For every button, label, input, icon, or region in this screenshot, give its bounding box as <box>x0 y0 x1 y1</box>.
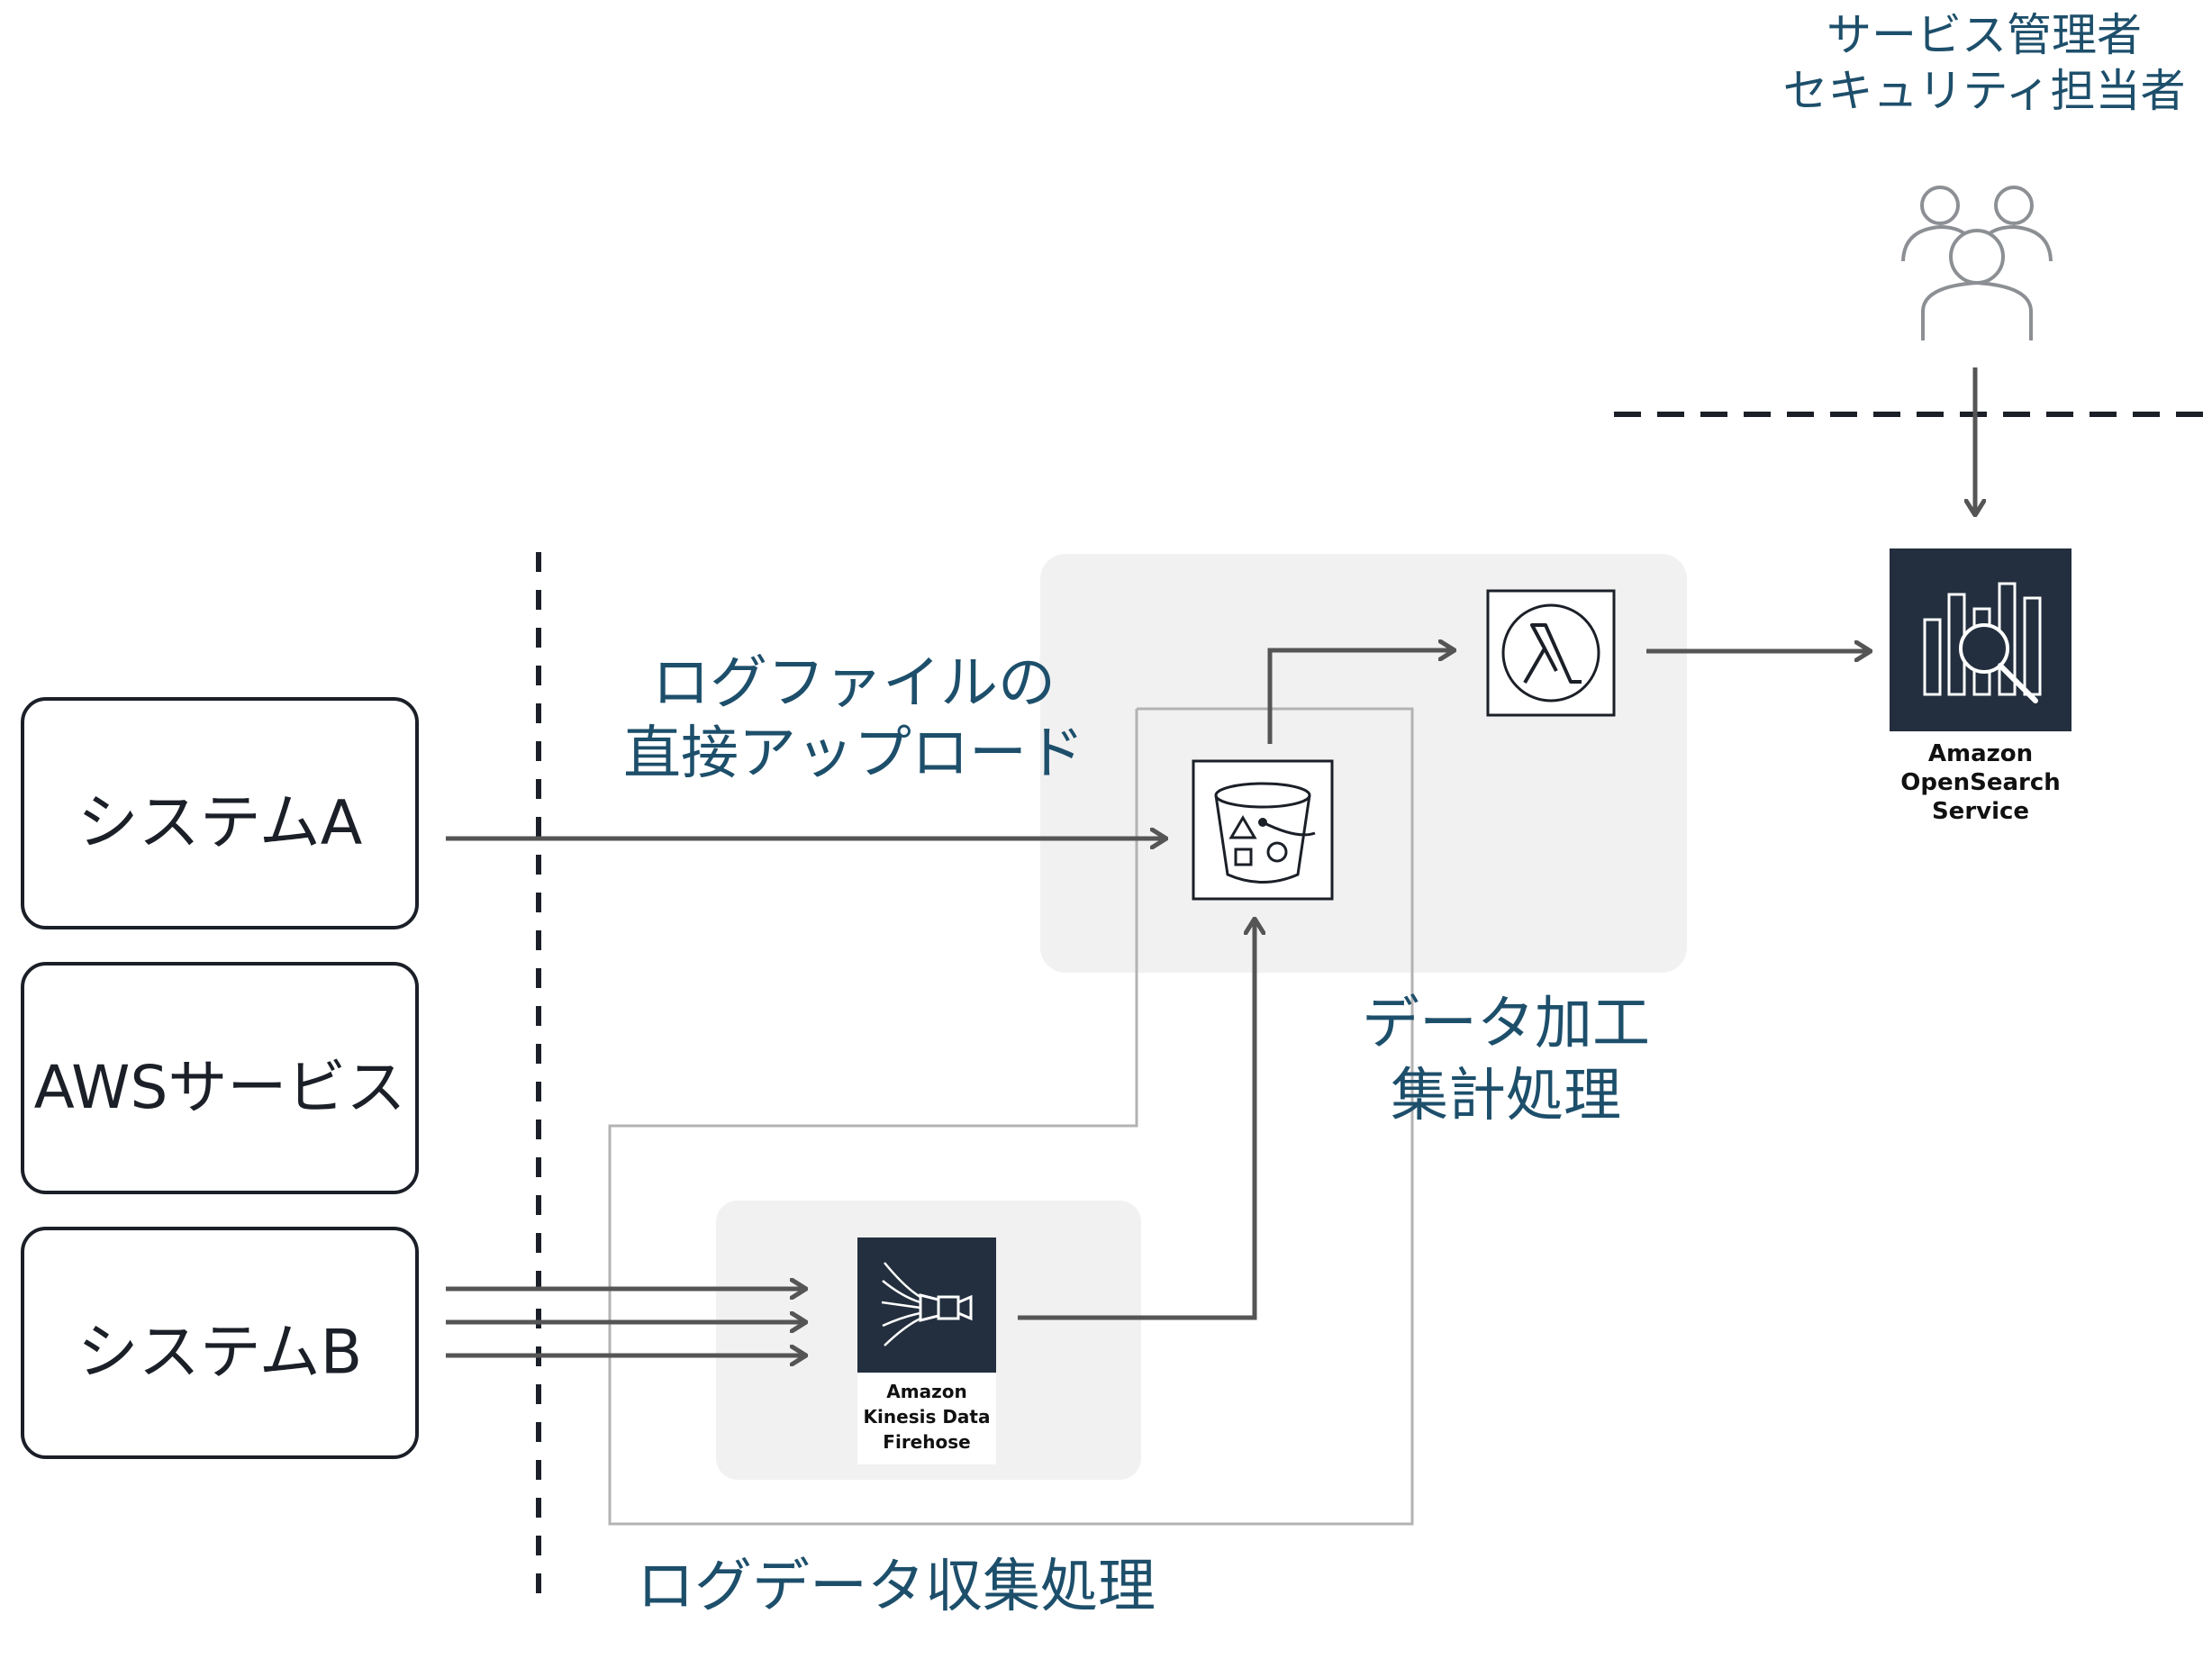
users-label-line1: サービス管理者 <box>1827 9 2142 61</box>
firehose-label-3: Firehose <box>883 1431 970 1453</box>
direct-upload-label-line2: 直接アップロード <box>623 721 1084 787</box>
lambda-icon <box>1486 589 1616 717</box>
system-b-label: システムB <box>77 1318 363 1389</box>
system-a-label: システムA <box>77 788 362 859</box>
users-label-line2: セキュリティ担当者 <box>1783 65 2186 117</box>
collection-outline <box>608 707 1414 1526</box>
source-aws-service: AWSサービス <box>21 962 419 1194</box>
arrow-firehose-to-s3 <box>1018 919 1255 1320</box>
users-icon <box>1901 186 2053 340</box>
firehose-label-1: Amazon <box>886 1381 966 1402</box>
firehose-label-2: Kinesis Data <box>864 1406 991 1428</box>
s3-bucket-icon <box>1192 759 1334 901</box>
direct-upload-label-line1: ログファイルの <box>652 650 1056 717</box>
arrow-s3-to-lambda <box>1267 650 1455 744</box>
source-system-a: システムA <box>21 697 419 929</box>
opensearch-label-3: Service <box>1932 798 2029 825</box>
opensearch-label-2: OpenSearch <box>1900 769 2061 796</box>
processing-label-line1: データ加工 <box>1362 991 1650 1057</box>
opensearch-label-1: Amazon <box>1928 740 2033 767</box>
kinesis-firehose-icon <box>857 1237 996 1464</box>
source-system-b: システムB <box>21 1227 419 1459</box>
opensearch-icon <box>1890 548 2071 731</box>
collection-label: ログデータ収集処理 <box>637 1554 1156 1620</box>
processing-label-line2: 集計処理 <box>1391 1063 1621 1129</box>
aws-service-label: AWSサービス <box>34 1053 406 1122</box>
